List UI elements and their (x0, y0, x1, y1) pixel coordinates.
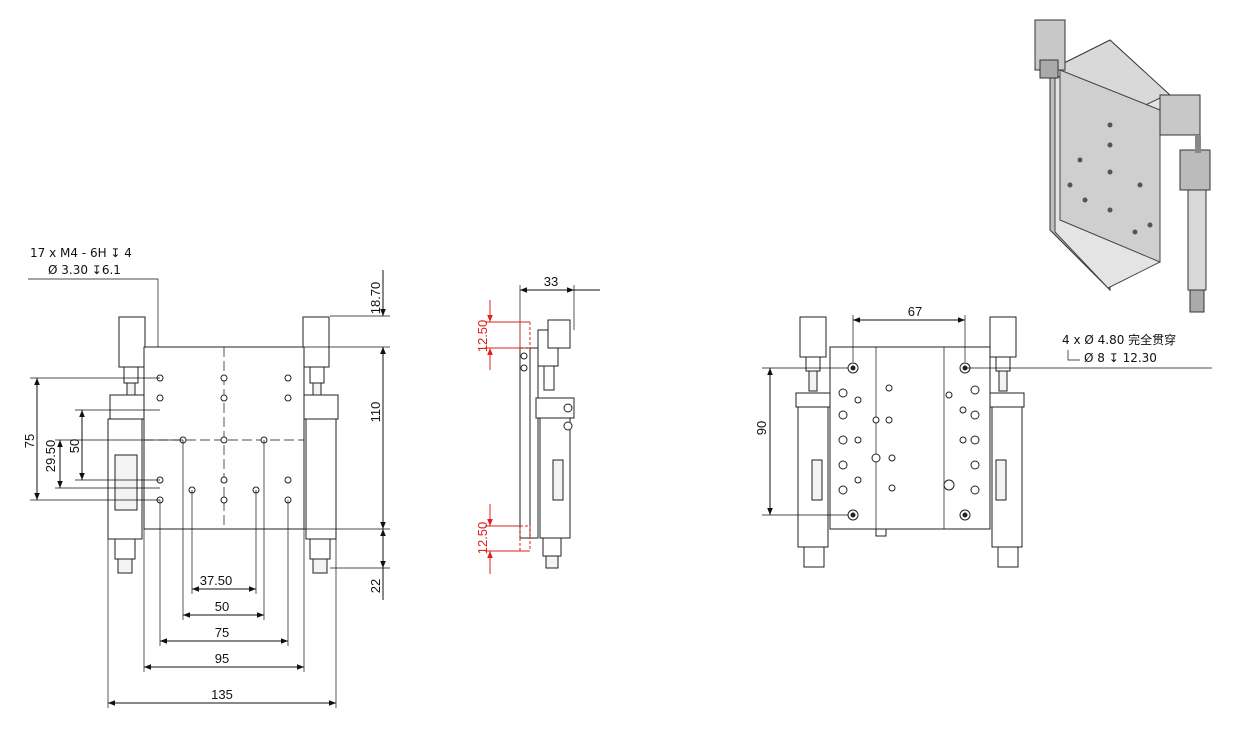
dim-75-vertical: 75 (22, 434, 37, 448)
isometric-view (1034, 19, 1211, 313)
counterbore-symbol (1067, 350, 1080, 361)
left-micrometer (107, 316, 146, 574)
dim-29-50-vertical: 29.50 (43, 440, 58, 473)
side-carriage-plate (519, 347, 531, 539)
back-holes (838, 362, 980, 521)
dim-22: 22 (368, 579, 383, 593)
dim-50-vertical: 50 (67, 439, 82, 453)
dim-37-50: 37.50 (200, 573, 233, 588)
side-view: 33 12.50 12.50 (475, 274, 600, 574)
dim-110: 110 (368, 402, 383, 423)
dim-33: 33 (544, 274, 558, 289)
dim-50-horizontal: 50 (215, 599, 229, 614)
dim-18-70: 18.70 (368, 282, 383, 315)
back-hole-callout-line2: Ø 8 ↧ 12.30 (1084, 351, 1157, 365)
back-view: 67 90 4 x Ø 4.80 完全贯穿 Ø 8 ↧ 12.30 (754, 304, 1212, 568)
front-vertical-dims-right: 18.70 110 22 (304, 270, 390, 600)
dim-90: 90 (754, 421, 769, 435)
front-vertical-dims-left: 75 50 29.50 (22, 377, 183, 501)
dim-95: 95 (215, 651, 229, 666)
front-view: 17 x M4 - 6H ↧ 4 Ø 3.30 ↧6.1 (22, 246, 390, 708)
dim-12-50-bottom: 12.50 (475, 522, 490, 555)
back-hole-callout-line1: 4 x Ø 4.80 完全贯穿 (1062, 332, 1176, 347)
front-horizontal-dims: 37.50 50 75 95 135 (107, 440, 337, 708)
dim-12-50-top: 12.50 (475, 320, 490, 353)
right-micrometer (302, 316, 339, 574)
dim-67: 67 (908, 304, 922, 319)
front-callout-leader (28, 278, 159, 378)
front-hole-callout-line2: Ø 3.30 ↧6.1 (48, 263, 121, 277)
side-travel-dims: 12.50 12.50 (475, 300, 531, 574)
dim-135: 135 (211, 687, 233, 702)
front-hole-callout-line1: 17 x M4 - 6H ↧ 4 (30, 246, 132, 260)
back-base-plate (829, 346, 991, 530)
dim-75-horizontal: 75 (215, 625, 229, 640)
